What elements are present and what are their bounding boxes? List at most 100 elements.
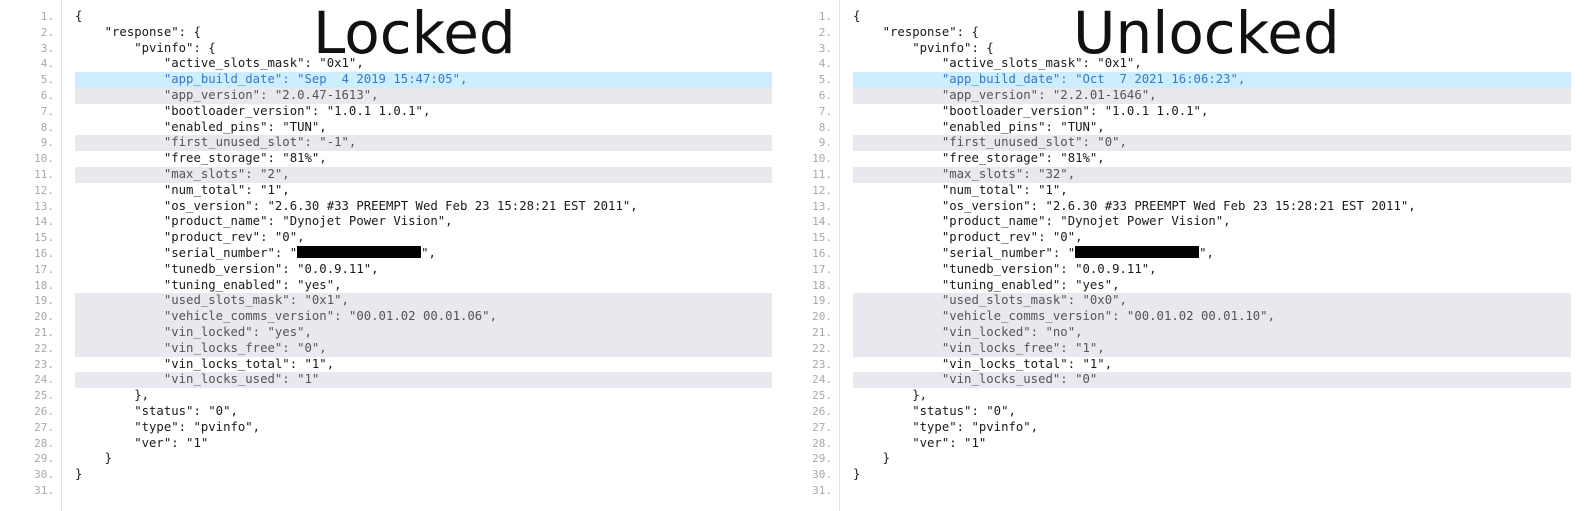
line-highlight: [853, 483, 1571, 499]
code-line[interactable]: 18. "tuning_enabled": "yes",: [778, 278, 1589, 294]
code-line[interactable]: 6. "app_version": "2.2.01-1646",: [778, 88, 1589, 104]
code-line[interactable]: 30.}: [0, 467, 790, 483]
line-number: 29.: [812, 452, 832, 466]
code-line[interactable]: 7. "bootloader_version": "1.0.1 1.0.1",: [0, 104, 790, 120]
line-text: {: [853, 9, 861, 23]
code-line[interactable]: 19. "used_slots_mask": "0x1",: [0, 293, 790, 310]
line-text: "vehicle_comms_version": "00.01.02 00.01…: [853, 309, 1275, 324]
code-line[interactable]: 17. "tunedb_version": "0.0.9.11",: [778, 262, 1589, 278]
code-line[interactable]: 5. "app_build_date": "Oct 7 2021 16:06:2…: [778, 72, 1589, 88]
code-line[interactable]: 9. "first_unused_slot": "-1",: [0, 135, 790, 152]
line-number: 8.: [818, 120, 832, 134]
code-line[interactable]: 12. "num_total": "1",: [778, 183, 1589, 199]
line-number-gutter: [778, 0, 840, 511]
line-text: "tunedb_version": "0.0.9.11",: [75, 261, 379, 276]
code-line[interactable]: 2. "response": {: [0, 25, 790, 41]
line-highlight: [75, 451, 772, 467]
code-line[interactable]: 3. "pvinfo": {: [778, 41, 1589, 57]
code-line[interactable]: 4. "active_slots_mask": "0x1",: [0, 56, 790, 72]
line-highlight: [853, 72, 1571, 88]
line-text: "type": "pvinfo",: [853, 419, 1039, 434]
code-line[interactable]: 21. "vin_locked": "yes",: [0, 325, 790, 341]
line-text: "tuning_enabled": "yes",: [853, 277, 1120, 292]
code-line[interactable]: 10. "free_storage": "81%",: [778, 151, 1589, 167]
code-line[interactable]: 27. "type": "pvinfo",: [778, 420, 1589, 436]
line-text: "pvinfo": {: [853, 40, 994, 55]
code-line[interactable]: 14. "product_name": "Dynojet Power Visio…: [778, 214, 1589, 230]
line-text: "app_build_date": "Sep 4 2019 15:47:05",: [75, 72, 468, 87]
code-line[interactable]: 26. "status": "0",: [778, 404, 1589, 420]
code-line[interactable]: 19. "used_slots_mask": "0x0",: [778, 293, 1589, 310]
line-text: "free_storage": "81%",: [75, 151, 327, 166]
code-line[interactable]: 31.: [778, 483, 1589, 499]
code-view[interactable]: 1.{2. "response": {3. "pvinfo": {4. "act…: [0, 0, 790, 511]
line-text: "tunedb_version": "0.0.9.11",: [853, 261, 1157, 276]
code-line[interactable]: 13. "os_version": "2.6.30 #33 PREEMPT We…: [0, 199, 790, 215]
line-text: "product_name": "Dynojet Power Vision",: [75, 214, 453, 229]
code-line[interactable]: 16. "serial_number": "",: [778, 246, 1589, 262]
code-line[interactable]: 1.{: [0, 9, 790, 25]
code-line[interactable]: 18. "tuning_enabled": "yes",: [0, 278, 790, 294]
code-line[interactable]: 5. "app_build_date": "Sep 4 2019 15:47:0…: [0, 72, 790, 88]
code-line[interactable]: 15. "product_rev": "0",: [0, 230, 790, 246]
code-line[interactable]: 22. "vin_locks_free": "1",: [778, 340, 1589, 357]
code-line[interactable]: 28. "ver": "1": [778, 436, 1589, 452]
code-line[interactable]: 27. "type": "pvinfo",: [0, 420, 790, 436]
code-line[interactable]: 20. "vehicle_comms_version": "00.01.02 0…: [778, 309, 1589, 325]
code-line[interactable]: 22. "vin_locks_free": "0",: [0, 340, 790, 357]
code-line[interactable]: 10. "free_storage": "81%",: [0, 151, 790, 167]
code-line[interactable]: 23. "vin_locks_total": "1",: [778, 357, 1589, 373]
line-text: "max_slots": "32",: [853, 167, 1076, 181]
code-line[interactable]: 31.: [0, 483, 790, 499]
code-line[interactable]: 21. "vin_locked": "no",: [778, 325, 1589, 341]
line-number: 7.: [40, 104, 54, 118]
code-line[interactable]: 9. "first_unused_slot": "0",: [778, 135, 1589, 152]
line-highlight: [853, 135, 1571, 152]
line-number: 15.: [34, 231, 54, 245]
code-line[interactable]: 29. }: [778, 451, 1589, 467]
line-number: 26.: [812, 405, 832, 418]
code-line[interactable]: 24. "vin_locks_used": "1": [0, 372, 790, 389]
line-number: 7.: [818, 104, 832, 118]
line-text: "pvinfo": {: [75, 40, 216, 55]
code-line[interactable]: 2. "response": {: [778, 25, 1589, 41]
code-line[interactable]: 15. "product_rev": "0",: [778, 230, 1589, 246]
code-line[interactable]: 8. "enabled_pins": "TUN",: [0, 120, 790, 136]
code-line[interactable]: 4. "active_slots_mask": "0x1",: [778, 56, 1589, 72]
line-text: "vin_locks_total": "1",: [853, 356, 1113, 371]
code-line[interactable]: 1.{: [778, 9, 1589, 25]
line-text: "app_build_date": "Oct 7 2021 16:06:23",: [853, 72, 1246, 87]
line-text: "app_version": "2.2.01-1646",: [853, 88, 1157, 102]
code-line[interactable]: 11. "max_slots": "32",: [778, 167, 1589, 183]
code-line[interactable]: 11. "max_slots": "2",: [0, 167, 790, 183]
code-line[interactable]: 7. "bootloader_version": "1.0.1 1.0.1",: [778, 104, 1589, 120]
code-line[interactable]: 25. },: [778, 388, 1589, 404]
code-view[interactable]: 1.{2. "response": {3. "pvinfo": {4. "act…: [778, 0, 1589, 511]
code-line[interactable]: 16. "serial_number": "",: [0, 246, 790, 262]
line-text: "product_name": "Dynojet Power Vision",: [853, 214, 1231, 229]
code-line[interactable]: 23. "vin_locks_total": "1",: [0, 357, 790, 373]
line-number: 9.: [40, 136, 54, 150]
code-line[interactable]: 24. "vin_locks_used": "0": [778, 372, 1589, 389]
code-line[interactable]: 25. },: [0, 388, 790, 404]
line-text: "enabled_pins": "TUN",: [75, 119, 327, 134]
line-text: }: [853, 451, 891, 466]
code-line[interactable]: 8. "enabled_pins": "TUN",: [778, 120, 1589, 136]
code-line[interactable]: 29. }: [0, 451, 790, 467]
code-line[interactable]: 26. "status": "0",: [0, 404, 790, 420]
line-number: 19.: [812, 294, 832, 308]
code-line[interactable]: 17. "tunedb_version": "0.0.9.11",: [0, 262, 790, 278]
code-line[interactable]: 28. "ver": "1": [0, 436, 790, 452]
code-line[interactable]: 14. "product_name": "Dynojet Power Visio…: [0, 214, 790, 230]
line-text: "active_slots_mask": "0x1",: [75, 56, 364, 71]
line-text: "serial_number": "",: [75, 246, 436, 260]
code-line[interactable]: 13. "os_version": "2.6.30 #33 PREEMPT We…: [778, 199, 1589, 215]
line-number: 10.: [34, 152, 54, 166]
code-line[interactable]: 12. "num_total": "1",: [0, 183, 790, 199]
code-line[interactable]: 3. "pvinfo": {: [0, 41, 790, 57]
code-line[interactable]: 30.}: [778, 467, 1589, 483]
code-line[interactable]: 6. "app_version": "2.0.47-1613",: [0, 88, 790, 104]
line-number: 2.: [818, 25, 832, 39]
line-text: "enabled_pins": "TUN",: [853, 119, 1105, 134]
code-line[interactable]: 20. "vehicle_comms_version": "00.01.02 0…: [0, 309, 790, 325]
